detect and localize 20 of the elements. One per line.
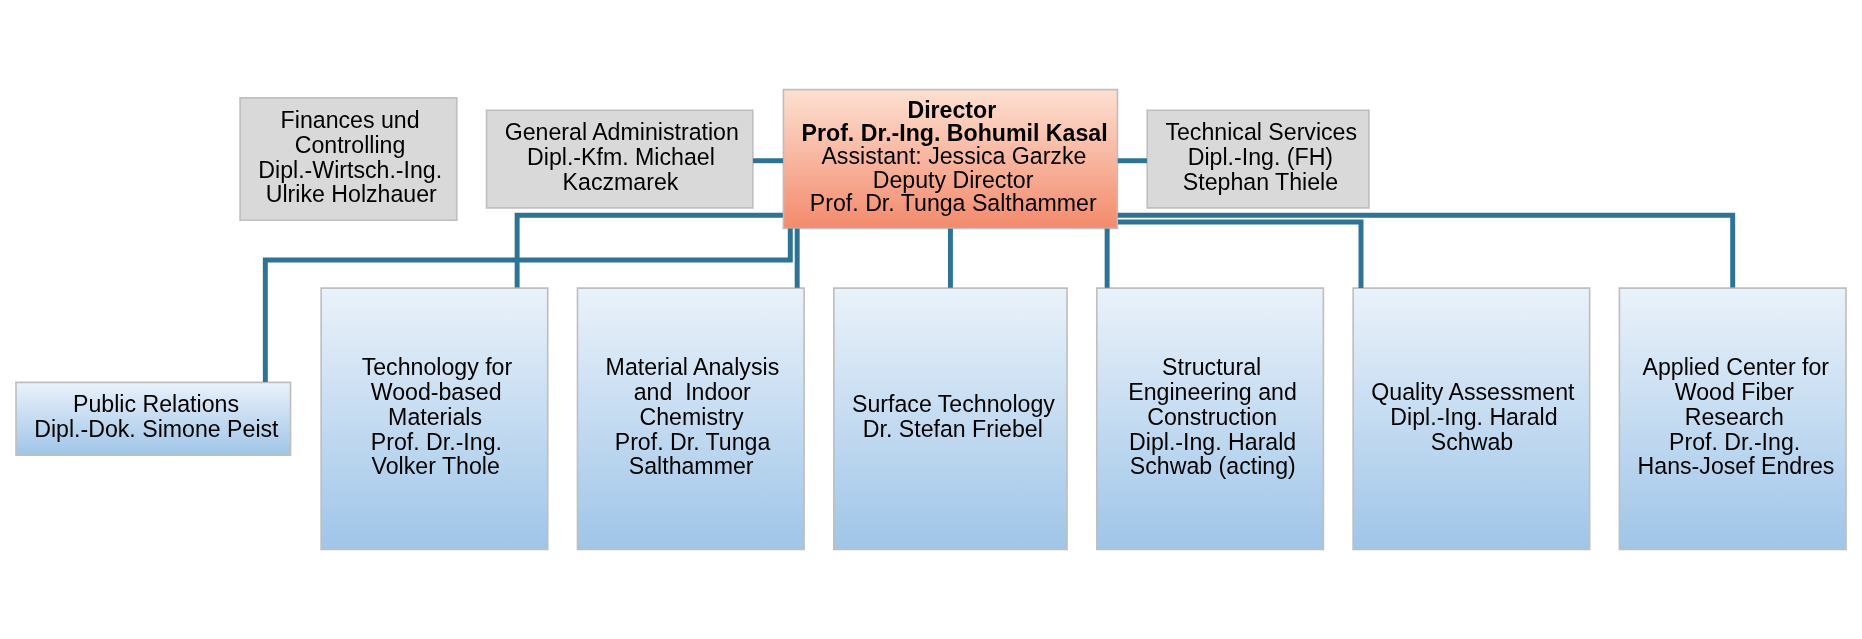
node-box: Public Relations Dipl.-Dok. Simone Peist (15, 381, 292, 456)
node-box: Technology for Wood-based Materials Prof. Dr.-Ing. Volker Thole (320, 287, 549, 551)
connector (262, 228, 793, 382)
connector (1117, 158, 1147, 164)
node-box: Surface Technology Dr. Stefan Friebel (833, 287, 1068, 551)
node-box: Material Analysis and Indoor Chemistry Prof. Dr. Tunga Salthammer (576, 287, 805, 551)
node-box: Applied Center for Wood Fiber Research Prof. Dr.-Ing. Hans-Josef Endres (1618, 287, 1847, 551)
connector (794, 228, 800, 288)
node-box: Finances und Controlling Dipl.-Wirtsch.-Ing. Ulrike Holzhauer (239, 97, 458, 222)
node-box: Director Prof. Dr.-Ing. Bohumil Kasal Assistant: Jessica Garzke Deputy Director Prof. Dr. Tunga Salthammer (782, 88, 1119, 230)
connector (753, 158, 784, 164)
connector (1118, 219, 1364, 288)
node-box: Structural Engineering and Construction Dipl.-Ing. Harald Schwab (acting) (1095, 287, 1325, 551)
connector (1117, 212, 1736, 288)
node-box: General Administration Dipl.-Kfm. Michael Kaczmarek (485, 109, 754, 209)
connector (947, 228, 953, 288)
connector (1104, 228, 1110, 288)
node-box: Technical Services Dipl.-Ing. (FH) Stephan Thiele (1146, 109, 1370, 209)
node-box: Quality Assessment Dipl.-Ing. Harald Schwab (1352, 287, 1591, 551)
connector (514, 212, 783, 288)
